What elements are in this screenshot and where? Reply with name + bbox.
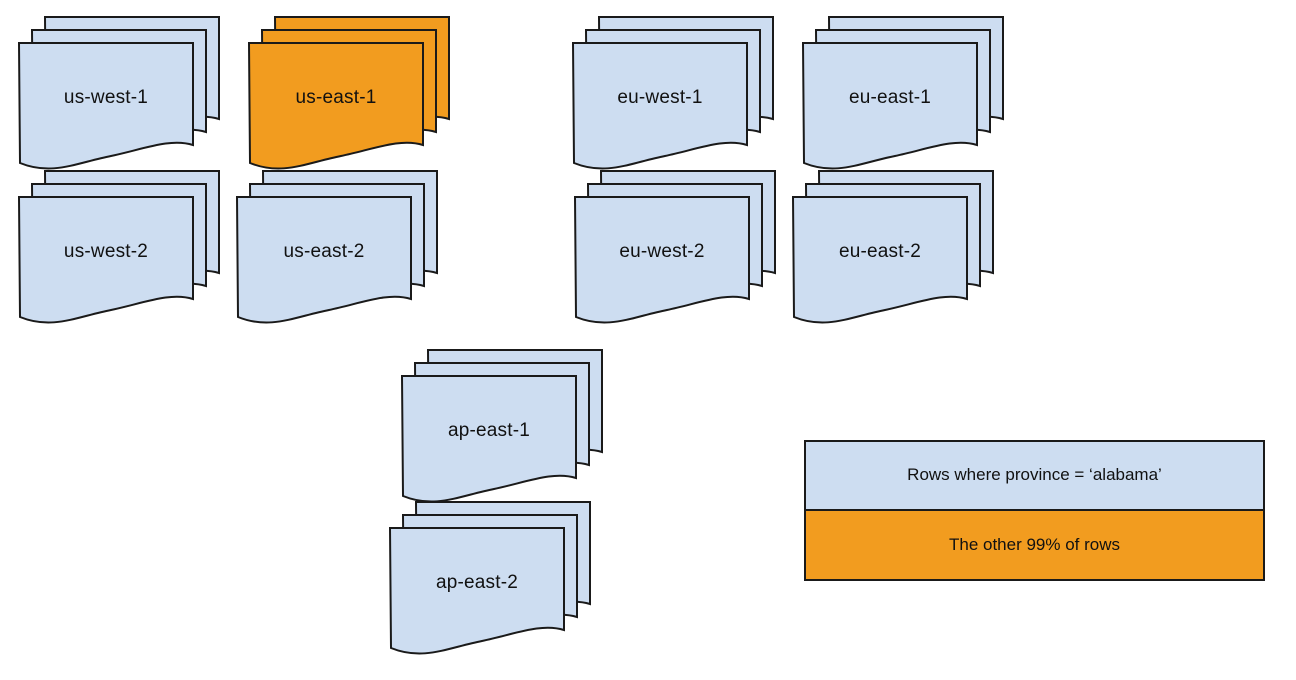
document-shape-front: [574, 196, 750, 324]
document-shape-front: [236, 196, 412, 324]
region-stack-ap-east-1: ap-east-1: [401, 349, 603, 507]
document-shape-front: [572, 42, 748, 170]
legend-item-label: The other 99% of rows: [948, 534, 1121, 554]
document-shape-front: [248, 42, 424, 170]
legend: Rows where province = ‘alabama’ The othe…: [804, 440, 1265, 581]
document-shape-front: [792, 196, 968, 324]
region-stack-eu-west-2: eu-west-2: [574, 170, 776, 328]
region-stack-eu-west-1: eu-west-1: [572, 16, 774, 174]
region-stack-us-west-2: us-west-2: [18, 170, 220, 328]
document-shape-front: [802, 42, 978, 170]
legend-item-other-rows: The other 99% of rows: [806, 510, 1263, 579]
document-shape-front: [401, 375, 577, 503]
region-stack-us-east-2: us-east-2: [236, 170, 438, 328]
region-stack-eu-east-1: eu-east-1: [802, 16, 1004, 174]
region-stack-ap-east-2: ap-east-2: [389, 501, 591, 659]
document-shape-front: [18, 42, 194, 170]
region-stack-us-east-1: us-east-1: [248, 16, 450, 174]
region-stack-eu-east-2: eu-east-2: [792, 170, 994, 328]
document-shape-front: [18, 196, 194, 324]
document-shape-front: [389, 527, 565, 655]
legend-item-label: Rows where province = ‘alabama’: [907, 465, 1162, 485]
region-stack-us-west-1: us-west-1: [18, 16, 220, 174]
legend-item-alabama-rows: Rows where province = ‘alabama’: [806, 442, 1263, 511]
